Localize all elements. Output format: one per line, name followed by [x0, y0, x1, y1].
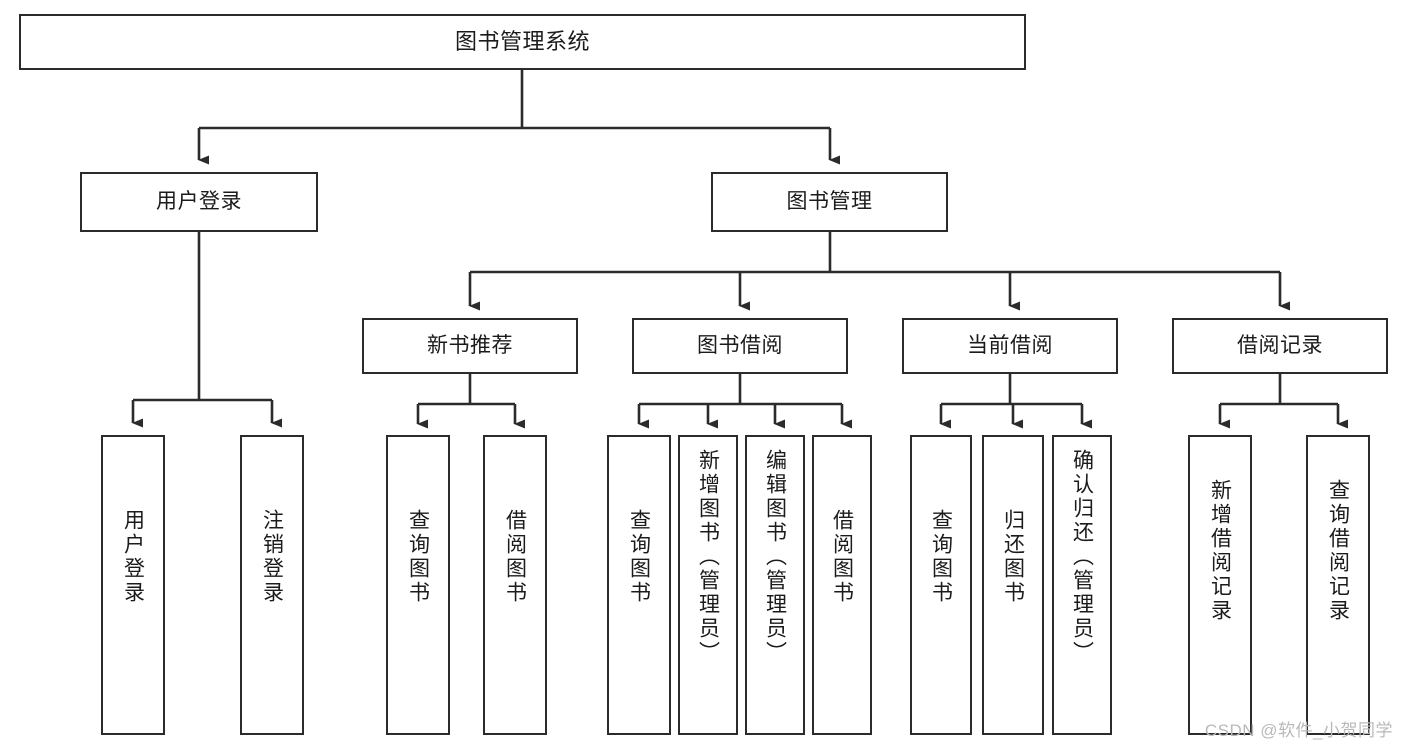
node-leaf-query-book-1[interactable]: 查询图书 — [386, 435, 450, 735]
node-label: 用户登录 — [156, 189, 242, 213]
node-leaf-return-book[interactable]: 归还图书 — [982, 435, 1044, 735]
node-label: 查询图书 — [929, 509, 953, 605]
node-book-management[interactable]: 图书管理 — [711, 172, 948, 232]
node-leaf-borrow-book-1[interactable]: 借阅图书 — [483, 435, 547, 735]
node-new-book-recommend[interactable]: 新书推荐 — [362, 318, 578, 374]
node-label: 图书管理 — [786, 189, 873, 213]
node-leaf-query-book-2[interactable]: 查询图书 — [607, 435, 671, 735]
node-label: 借阅图书 — [503, 509, 527, 605]
node-root-system[interactable]: 图书管理系统 — [19, 14, 1026, 70]
node-label: 图书借阅 — [697, 333, 783, 357]
node-label: 注销登录 — [260, 509, 284, 605]
node-leaf-user-login[interactable]: 用户登录 — [101, 435, 165, 735]
node-label: 查询图书 — [627, 509, 651, 605]
node-label: 当前借阅 — [967, 333, 1053, 357]
node-label: 新增借阅记录 — [1208, 479, 1232, 623]
node-leaf-edit-book-admin[interactable]: 编辑图书（管理员） — [745, 435, 805, 735]
node-label: 查询借阅记录 — [1326, 479, 1350, 623]
node-leaf-add-book-admin[interactable]: 新增图书（管理员） — [678, 435, 738, 735]
node-label: 新书推荐 — [427, 333, 513, 357]
node-leaf-borrow-book-2[interactable]: 借阅图书 — [812, 435, 872, 735]
node-leaf-add-borrow-record[interactable]: 新增借阅记录 — [1188, 435, 1252, 735]
node-label: 查询图书 — [406, 509, 430, 605]
node-label: 新增图书（管理员） — [696, 449, 720, 665]
node-borrow-record[interactable]: 借阅记录 — [1172, 318, 1388, 374]
node-label: 用户登录 — [121, 509, 145, 605]
node-label: 确认归还（管理员） — [1070, 449, 1094, 665]
node-label: 借阅图书 — [830, 509, 854, 605]
csdn-watermark: CSDN @软件_小贺同学 — [1204, 721, 1393, 740]
node-leaf-query-book-3[interactable]: 查询图书 — [910, 435, 972, 735]
node-leaf-query-borrow-record[interactable]: 查询借阅记录 — [1306, 435, 1370, 735]
node-leaf-logout-login[interactable]: 注销登录 — [240, 435, 304, 735]
node-label: 借阅记录 — [1237, 333, 1323, 357]
node-user-login[interactable]: 用户登录 — [80, 172, 318, 232]
node-label: 图书管理系统 — [454, 29, 590, 55]
node-current-borrow[interactable]: 当前借阅 — [902, 318, 1118, 374]
node-book-borrow[interactable]: 图书借阅 — [632, 318, 848, 374]
node-leaf-confirm-return-admin[interactable]: 确认归还（管理员） — [1052, 435, 1112, 735]
node-label: 归还图书 — [1001, 509, 1025, 605]
node-label: 编辑图书（管理员） — [763, 449, 787, 665]
